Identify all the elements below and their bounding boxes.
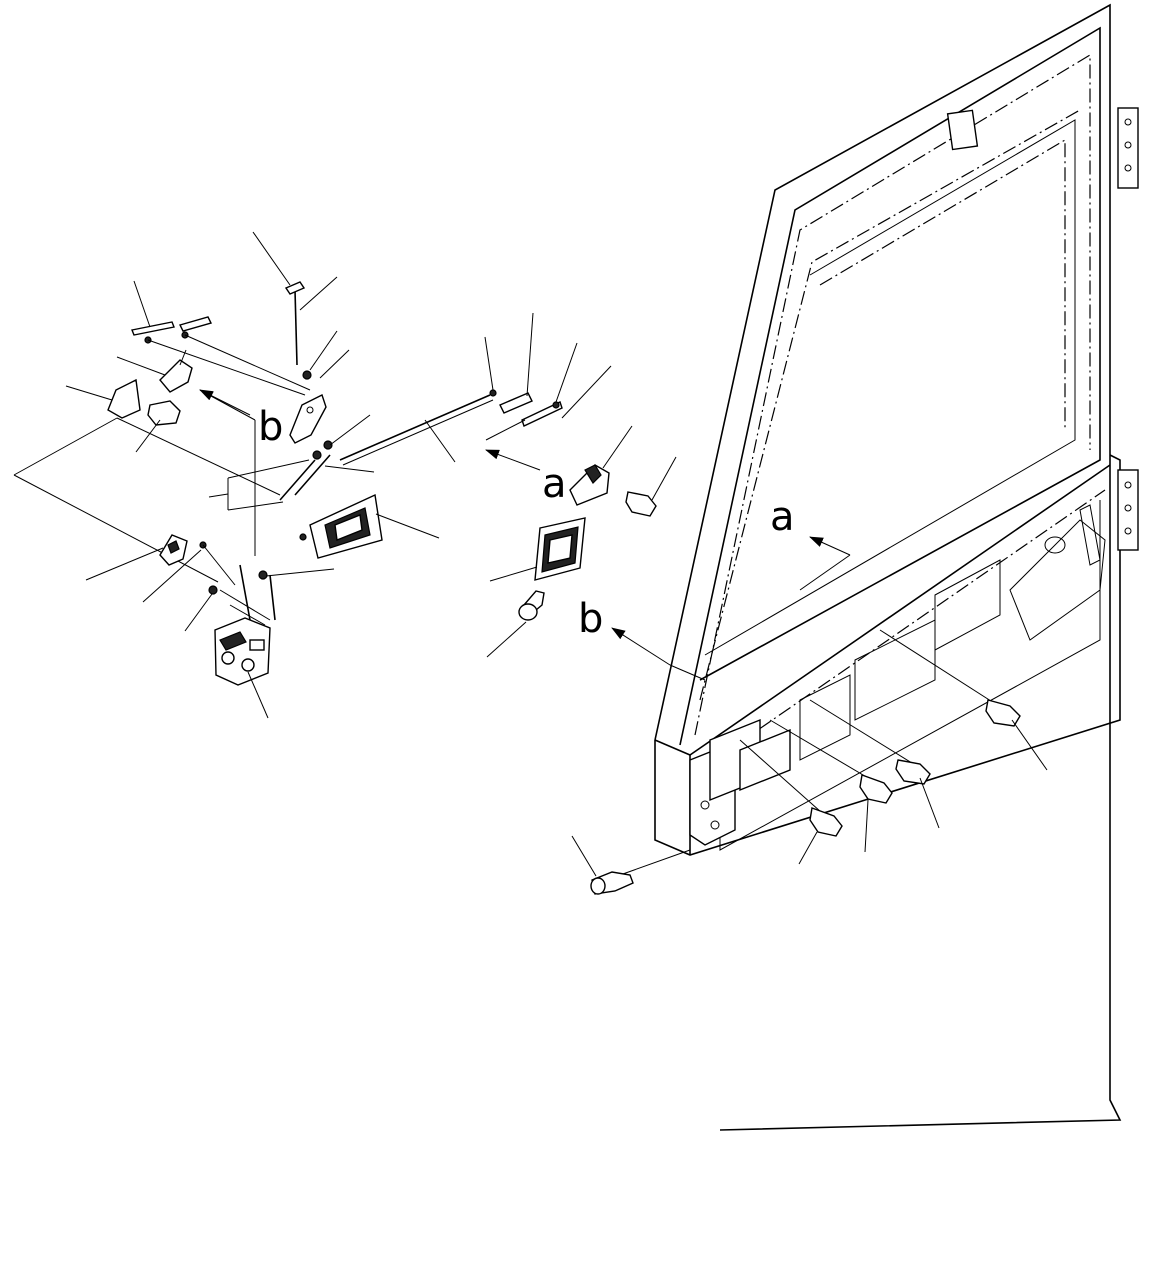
latch-lever-top — [116, 349, 193, 393]
panel-cutout — [1009, 519, 1106, 641]
panel-cutout — [854, 619, 936, 721]
remote-link-bracket — [484, 312, 612, 427]
callout-b-frame: b — [578, 596, 706, 681]
striker-plate — [65, 378, 141, 419]
bolt-center-2 — [769, 719, 893, 853]
bell-crank — [289, 394, 327, 444]
callout-label-a-detail: a — [542, 461, 567, 507]
callout-label-b: b — [578, 596, 603, 642]
callout-label-b-detail: b — [258, 404, 283, 450]
connecting-rod — [339, 394, 494, 466]
door-frame — [654, 3, 1139, 1131]
bolt-center-1 — [739, 739, 843, 865]
callout-label-a: a — [770, 494, 795, 540]
panel-cutout — [799, 674, 851, 761]
hinge-lower — [1117, 469, 1139, 551]
callout-a-detail: a — [485, 419, 567, 507]
bolt-right — [879, 629, 1048, 771]
stopper-cap — [135, 400, 181, 453]
door-lock-body — [214, 617, 271, 719]
switch-bracket — [85, 534, 188, 581]
panel-cutout — [934, 559, 1001, 651]
vertical-rod — [252, 231, 338, 366]
inner-handle-escutcheon — [299, 493, 440, 559]
inner-handle-lever — [569, 425, 633, 506]
link-rods-pair — [208, 454, 375, 511]
callout-a-frame: a — [770, 494, 851, 591]
lock-linkage — [219, 564, 335, 626]
hinge-upper — [1117, 107, 1139, 189]
outer-door-handle — [489, 517, 586, 582]
callout-b-detail: b — [199, 389, 283, 450]
bolt-lower-left — [571, 835, 691, 895]
small-nuts-lock — [142, 541, 236, 632]
handle-screw — [486, 590, 545, 658]
rod-clips — [302, 330, 371, 460]
window-latch-bracket — [946, 109, 979, 151]
bolt-center-3 — [809, 699, 940, 829]
spring-clip-top — [131, 280, 311, 396]
lever-screw — [625, 456, 677, 517]
guide-lines — [13, 389, 281, 583]
lock-mount-block — [689, 718, 791, 846]
